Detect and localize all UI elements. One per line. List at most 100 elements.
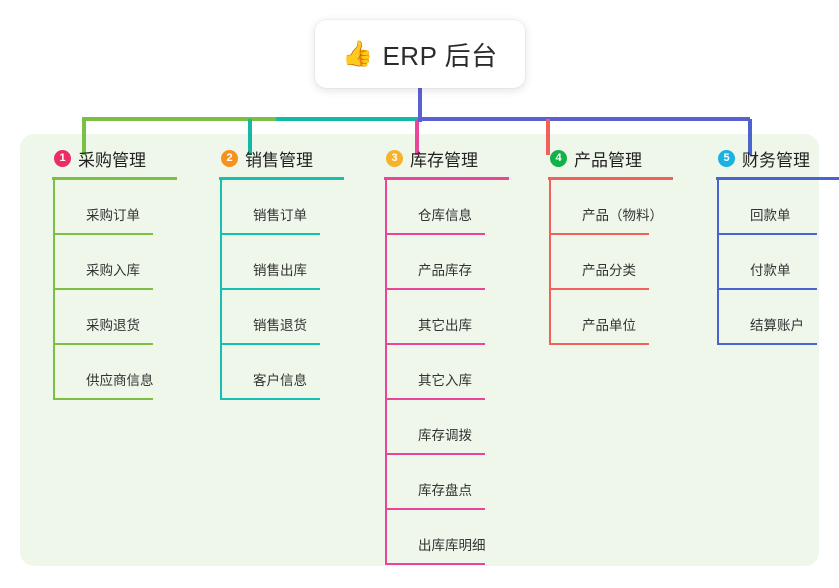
- branch-title: 财务管理: [742, 150, 810, 170]
- leaf-underline: [385, 453, 485, 455]
- leaf-underline: [385, 233, 485, 235]
- leaf-underline: [220, 288, 320, 290]
- leaf-item[interactable]: 出库库明细: [385, 510, 514, 565]
- leaf-item[interactable]: 产品库存: [385, 235, 514, 290]
- leaf-underline: [717, 233, 817, 235]
- leaf-underline: [549, 288, 649, 290]
- leaf-label: 销售退货: [253, 318, 307, 333]
- branch-header-1[interactable]: 1 采购管理: [32, 145, 182, 171]
- leaf-underline: [53, 233, 153, 235]
- leaf-underline: [385, 398, 485, 400]
- branch-underline: [52, 177, 177, 180]
- leaf-item[interactable]: 采购退货: [53, 290, 182, 345]
- leaf-list: 采购订单采购入库采购退货供应商信息: [53, 180, 182, 400]
- leaf-list: 销售订单销售出库销售退货客户信息: [220, 180, 349, 400]
- drop-sales: [248, 119, 252, 155]
- drop-inventory: [415, 119, 419, 155]
- leaf-item[interactable]: 客户信息: [220, 345, 349, 400]
- leaf-item[interactable]: 库存盘点: [385, 455, 514, 510]
- leaf-item[interactable]: 付款单: [717, 235, 839, 290]
- drop-product: [546, 119, 550, 155]
- branch-column-3: 3 库存管理仓库信息产品库存其它出库其它入库库存调拨库存盘点出库库明细: [364, 145, 514, 565]
- leaf-underline: [53, 343, 153, 345]
- leaf-underline: [549, 233, 649, 235]
- leaf-label: 销售订单: [253, 208, 307, 223]
- drop-finance: [748, 119, 752, 155]
- branch-number-badge: 4: [550, 149, 567, 167]
- branch-header-4[interactable]: 4 产品管理: [528, 145, 678, 171]
- branch-column-4: 4 产品管理产品（物料） 产品分类产品单位: [528, 145, 678, 345]
- leaf-item[interactable]: 供应商信息: [53, 345, 182, 400]
- branch-title: 产品管理: [574, 150, 642, 170]
- branch-underline: [548, 177, 673, 180]
- leaf-label: 产品库存: [418, 263, 472, 278]
- leaf-item[interactable]: 其它出库: [385, 290, 514, 345]
- leaf-underline: [385, 343, 485, 345]
- branch-underline: [219, 177, 344, 180]
- leaf-item[interactable]: 产品分类: [549, 235, 678, 290]
- leaf-underline: [385, 508, 485, 510]
- leaf-item[interactable]: 销售订单: [220, 180, 349, 235]
- leaf-label: 产品（物料）: [582, 208, 663, 223]
- leaf-underline: [220, 343, 320, 345]
- leaf-underline: [385, 288, 485, 290]
- leaf-label: 出库库明细: [418, 538, 486, 553]
- branch-header-3[interactable]: 3 库存管理: [364, 145, 514, 171]
- leaf-underline: [717, 343, 817, 345]
- leaf-item[interactable]: 回款单: [717, 180, 839, 235]
- bus-green: [82, 117, 276, 121]
- leaf-label: 结算账户: [750, 318, 804, 333]
- leaf-label: 回款单: [750, 208, 791, 223]
- bus-purple: [418, 117, 750, 121]
- leaf-item[interactable]: 结算账户: [717, 290, 839, 345]
- branch-stem: [53, 180, 55, 400]
- leaf-item[interactable]: 其它入库: [385, 345, 514, 400]
- bus-teal: [276, 117, 418, 121]
- leaf-underline: [53, 288, 153, 290]
- branch-number-badge: 1: [54, 149, 71, 167]
- leaf-underline: [220, 233, 320, 235]
- leaf-underline: [220, 398, 320, 400]
- leaf-label: 产品单位: [582, 318, 636, 333]
- leaf-item[interactable]: 销售出库: [220, 235, 349, 290]
- leaf-label: 产品分类: [582, 263, 636, 278]
- drop-purchase: [82, 119, 86, 155]
- leaf-label: 仓库信息: [418, 208, 472, 223]
- leaf-label: 库存盘点: [418, 483, 472, 498]
- root-node[interactable]: 👍 ERP 后台: [315, 20, 525, 88]
- leaf-item[interactable]: 采购订单: [53, 180, 182, 235]
- leaf-list: 仓库信息产品库存其它出库其它入库库存调拨库存盘点出库库明细: [385, 180, 514, 565]
- branch-title: 采购管理: [78, 150, 146, 170]
- branch-stem: [549, 180, 551, 345]
- branch-underline: [384, 177, 509, 180]
- leaf-label: 客户信息: [253, 373, 307, 388]
- root-title: ERP 后台: [382, 40, 498, 71]
- leaf-item[interactable]: 销售退货: [220, 290, 349, 345]
- leaf-label: 库存调拨: [418, 428, 472, 443]
- leaf-label: 采购退货: [86, 318, 140, 333]
- branch-number-badge: 3: [386, 149, 403, 167]
- leaf-label: 供应商信息: [86, 373, 154, 388]
- leaf-underline: [717, 288, 817, 290]
- branch-stem: [220, 180, 222, 400]
- leaf-item[interactable]: 采购入库: [53, 235, 182, 290]
- branch-column-1: 1 采购管理采购订单采购入库采购退货供应商信息: [32, 145, 182, 400]
- leaf-underline: [549, 343, 649, 345]
- leaf-underline: [385, 563, 485, 565]
- branch-stem: [385, 180, 387, 565]
- branch-title: 库存管理: [410, 150, 478, 170]
- leaf-item[interactable]: 仓库信息: [385, 180, 514, 235]
- leaf-item[interactable]: 产品（物料）: [549, 180, 678, 235]
- leaf-label: 采购入库: [86, 263, 140, 278]
- leaf-item[interactable]: 库存调拨: [385, 400, 514, 455]
- leaf-list: 产品（物料） 产品分类产品单位: [549, 180, 678, 345]
- branch-underline: [716, 177, 839, 180]
- root-stem: [418, 86, 422, 122]
- branch-stem: [717, 180, 719, 345]
- leaf-item[interactable]: 产品单位: [549, 290, 678, 345]
